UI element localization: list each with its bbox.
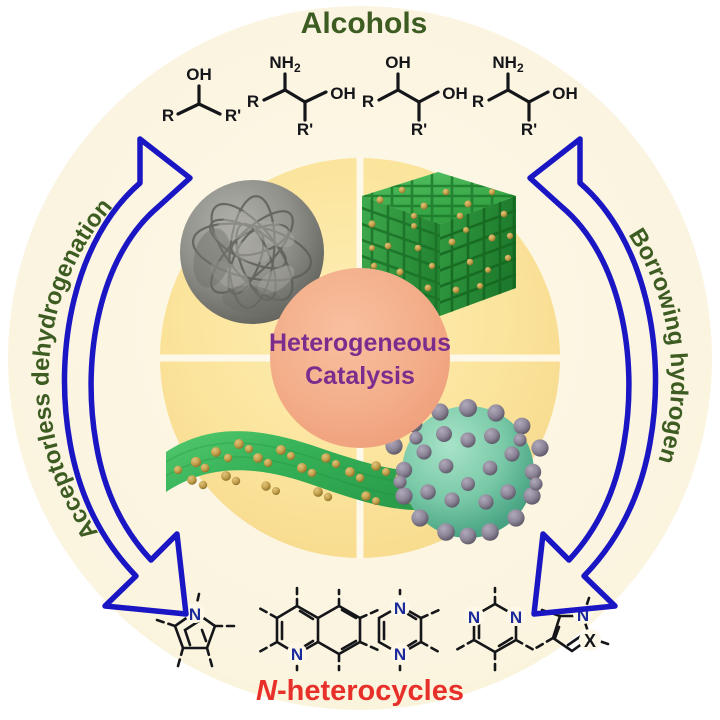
label-n-quinoline: N: [291, 645, 303, 664]
heterocycles-rest: -heterocycles: [277, 675, 464, 707]
product-pyrrole: N: [155, 592, 238, 668]
center-title-line1: Heterogeneous: [269, 329, 451, 357]
center-circle: [270, 268, 450, 448]
product-structures: N N: [155, 586, 610, 672]
reactant-amino-alcohol-vicinal: NH2 R R' OH: [472, 53, 578, 139]
center-node: Heterogeneous Catalysis: [269, 268, 451, 448]
catalyst-core-shell-nanosphere: [385, 399, 549, 545]
reactant-secondary-alcohol: OH R R': [162, 65, 241, 125]
label-oh-3b: OH: [442, 84, 468, 103]
label-n-pyrazine-2: N: [394, 645, 406, 664]
product-quinoline: N: [257, 586, 380, 672]
label-x-azole: X: [584, 631, 596, 651]
center-title-line2: Catalysis: [305, 362, 415, 390]
arrow-acceptorless-dehydrogenation: [61, 136, 193, 617]
label-rprime-1: R': [225, 106, 241, 125]
page-title-heterocycles: N-heterocycles: [256, 675, 464, 707]
product-pyrimidine: N N: [454, 586, 536, 672]
label-r-4: R: [472, 92, 484, 111]
label-nh2-1: NH2: [269, 53, 301, 75]
label-n-pyrrole: N: [189, 605, 201, 624]
label-oh-4: OH: [552, 84, 578, 103]
reactant-structures: OH R R' NH2 R R' OH OH R R' OH: [162, 53, 578, 139]
label-r-1: R: [162, 106, 174, 125]
label-n-pyrimidine-2: N: [510, 608, 522, 627]
product-pyrazine: N N: [377, 588, 441, 672]
label-rprime-2: R': [297, 120, 313, 139]
label-nh2-2: NH2: [492, 53, 524, 75]
arrow-borrowing-hydrogen: [527, 136, 659, 617]
reactant-amino-alcohol: NH2 R R' OH: [247, 53, 356, 139]
label-n-pyrimidine-1: N: [468, 608, 480, 627]
page-title-alcohols: Alcohols: [301, 7, 428, 40]
catalyst-flower-like-nanostructure: [180, 180, 324, 324]
svg-text:N-heterocycles: N-heterocycles: [256, 675, 464, 707]
label-rprime-4: R': [521, 120, 537, 139]
label-rprime-3: R': [411, 120, 427, 139]
label-oh-1: OH: [186, 65, 212, 84]
label-r-2: R: [247, 92, 259, 111]
reactant-vicinal-diol: OH R R' OH: [362, 53, 468, 139]
label-n-pyrazine-1: N: [394, 599, 406, 618]
heterocycles-n: N: [256, 675, 278, 707]
label-oh-3a: OH: [385, 53, 411, 72]
label-oh-2: OH: [330, 84, 356, 103]
label-r-3: R: [362, 92, 374, 111]
